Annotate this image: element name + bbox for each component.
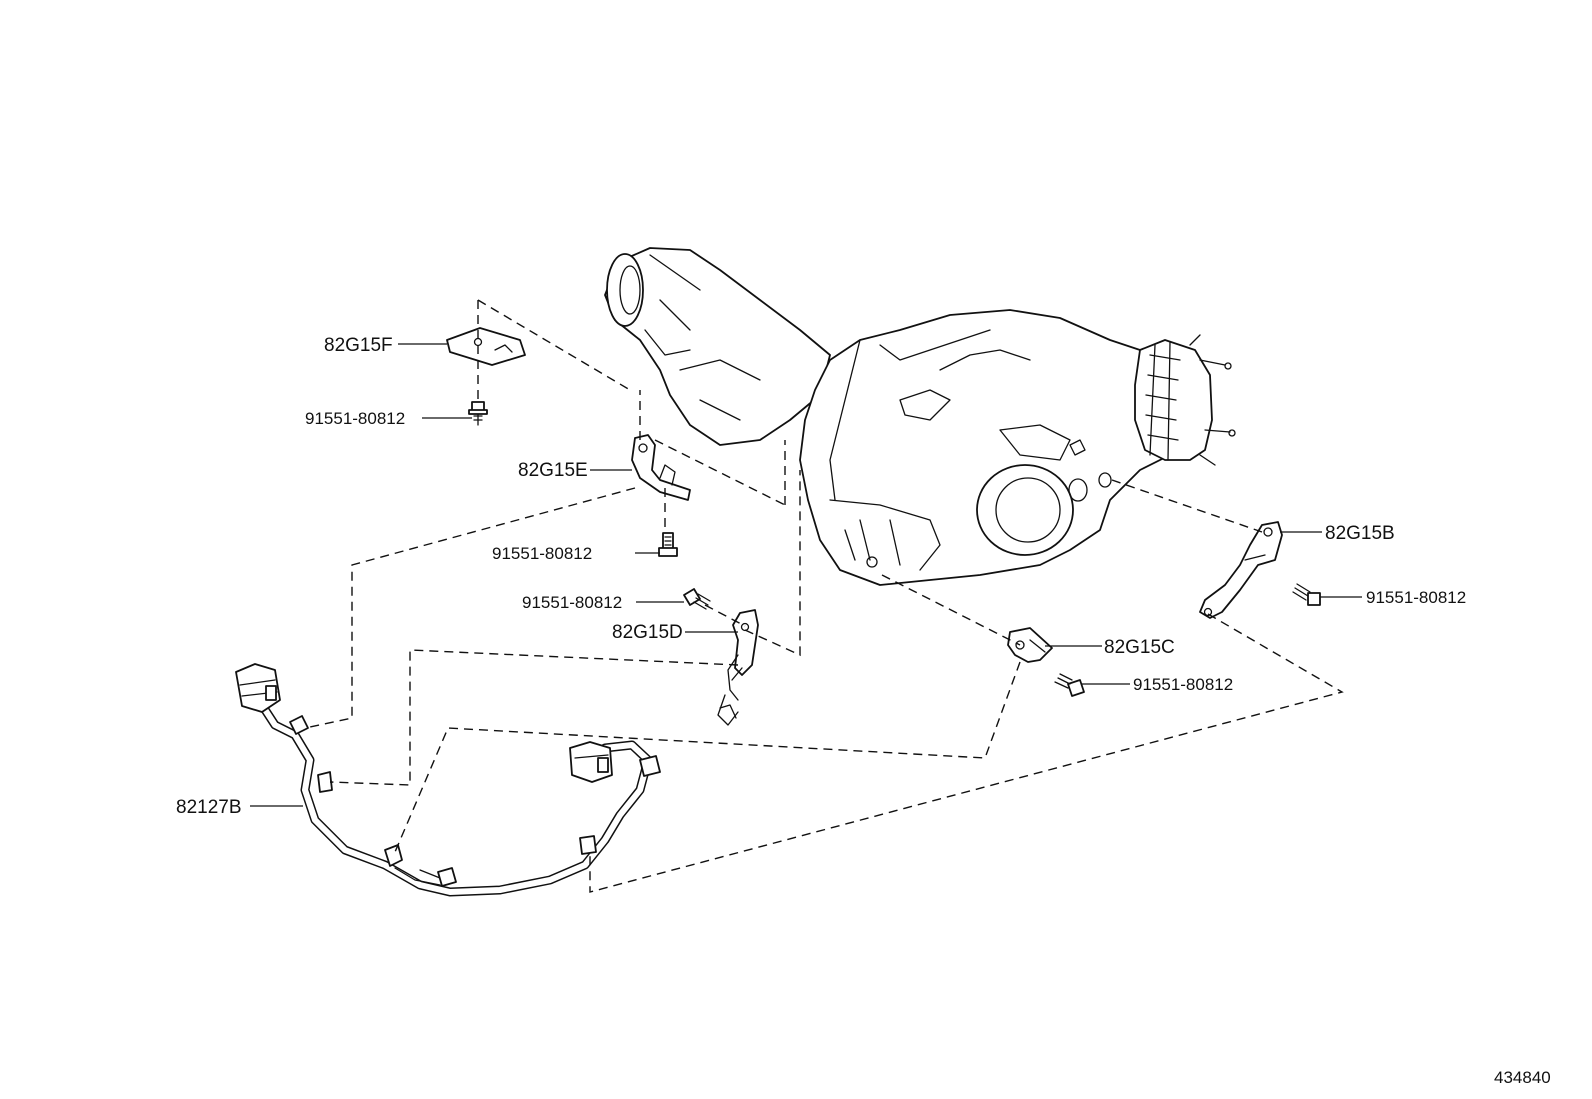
output-seal bbox=[976, 464, 1074, 556]
axle-flange bbox=[606, 253, 644, 327]
assembly-lines bbox=[304, 299, 1344, 893]
bracket-82G15D bbox=[683, 588, 759, 726]
wire-harness-82127B bbox=[235, 663, 661, 897]
label-82G15C: 82G15C bbox=[1104, 637, 1175, 658]
differential-assembly bbox=[604, 247, 1236, 586]
bracket-82G15C bbox=[1007, 627, 1085, 697]
diagram-id: 434840 bbox=[1494, 1068, 1551, 1087]
label-82G15D: 82G15D bbox=[612, 622, 683, 643]
clip-5 bbox=[579, 835, 597, 855]
label-82G15B: 82G15B bbox=[1325, 523, 1395, 544]
bolt-91551-C bbox=[1067, 679, 1085, 697]
bolt-91551-D bbox=[683, 588, 701, 606]
axle-tube bbox=[604, 247, 831, 446]
clip-4 bbox=[437, 867, 457, 887]
bolt-91551-B bbox=[1307, 592, 1321, 606]
clip-1 bbox=[289, 715, 309, 735]
label-82127B: 82127B bbox=[176, 797, 242, 818]
label-91551-80812-f: 91551-80812 bbox=[305, 409, 405, 428]
label-91551-80812-b: 91551-80812 bbox=[1366, 588, 1466, 607]
clip-3 bbox=[384, 844, 403, 867]
label-82G15F: 82G15F bbox=[324, 335, 393, 356]
clip-6 bbox=[639, 755, 661, 777]
bracket-82G15F bbox=[446, 327, 526, 426]
labels: 82G15F 91551-80812 82G15E 91551-80812 91… bbox=[176, 335, 1551, 1087]
label-91551-80812-d: 91551-80812 bbox=[522, 593, 622, 612]
leader-lines bbox=[250, 343, 1362, 807]
label-82G15E: 82G15E bbox=[518, 460, 588, 481]
label-91551-80812-e: 91551-80812 bbox=[492, 544, 592, 563]
label-91551-80812-c: 91551-80812 bbox=[1133, 675, 1233, 694]
bracket-82G15B bbox=[1199, 521, 1321, 619]
clip-2 bbox=[317, 771, 333, 793]
differential-housing bbox=[799, 309, 1196, 586]
bracket-82G15E bbox=[631, 434, 691, 557]
